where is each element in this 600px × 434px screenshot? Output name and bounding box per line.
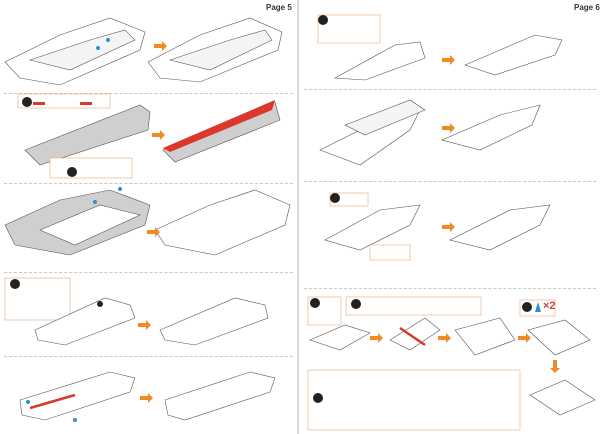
floor-plate-diagram [34,297,136,346]
step-number-badge [310,298,320,308]
page-6: Page 6 [300,0,600,434]
chassis-diagram [333,41,426,81]
inset-panel [317,14,381,44]
step-divider [304,288,596,289]
part-diagram [527,319,591,356]
step-number-badge [67,167,77,177]
inset-panel [345,296,482,316]
part-diagram [454,317,516,356]
step-number-badge [330,193,340,203]
tab-part-icon [535,302,541,312]
floor-plate-diagram [159,297,269,346]
step-number-badge [22,97,32,107]
page-divider [297,0,299,434]
page-5-illustrations [4,17,291,422]
chassis-diagram [441,104,541,151]
page-number: Page 6 [574,3,600,12]
part-diagram [309,324,371,351]
dots [26,38,122,422]
floor-plate-diagram [19,371,136,421]
inset-panel [307,369,521,431]
chassis-diagram [449,204,551,251]
step-number-badge [313,393,323,403]
arrow-icon [370,55,560,373]
car-body-diagram [154,189,291,256]
quantity-label: ×2 [543,300,556,312]
step-divider [4,356,293,357]
chassis-diagram [464,34,563,76]
part-diagram [529,379,596,416]
step-number-badge [351,299,361,309]
page-6-illustrations [307,14,596,431]
page-number: Page 5 [266,3,292,12]
side-panel-diagram [24,104,151,166]
step-divider [4,272,293,273]
step-number-badge [97,301,103,307]
step-number-badge [522,302,532,312]
step-divider [304,181,596,182]
floor-plate-diagram [164,371,276,421]
inset-panel [49,157,133,179]
page-5: Page 5 [0,0,297,434]
step-number-badge [318,15,328,25]
chassis-diagram [324,204,421,251]
part-diagram [389,317,441,351]
step-number-badge [10,279,20,289]
step-divider [304,89,596,90]
step-divider [4,183,293,184]
inset-panel [369,244,411,261]
step-divider [4,93,293,94]
arrow-icon [138,41,167,403]
